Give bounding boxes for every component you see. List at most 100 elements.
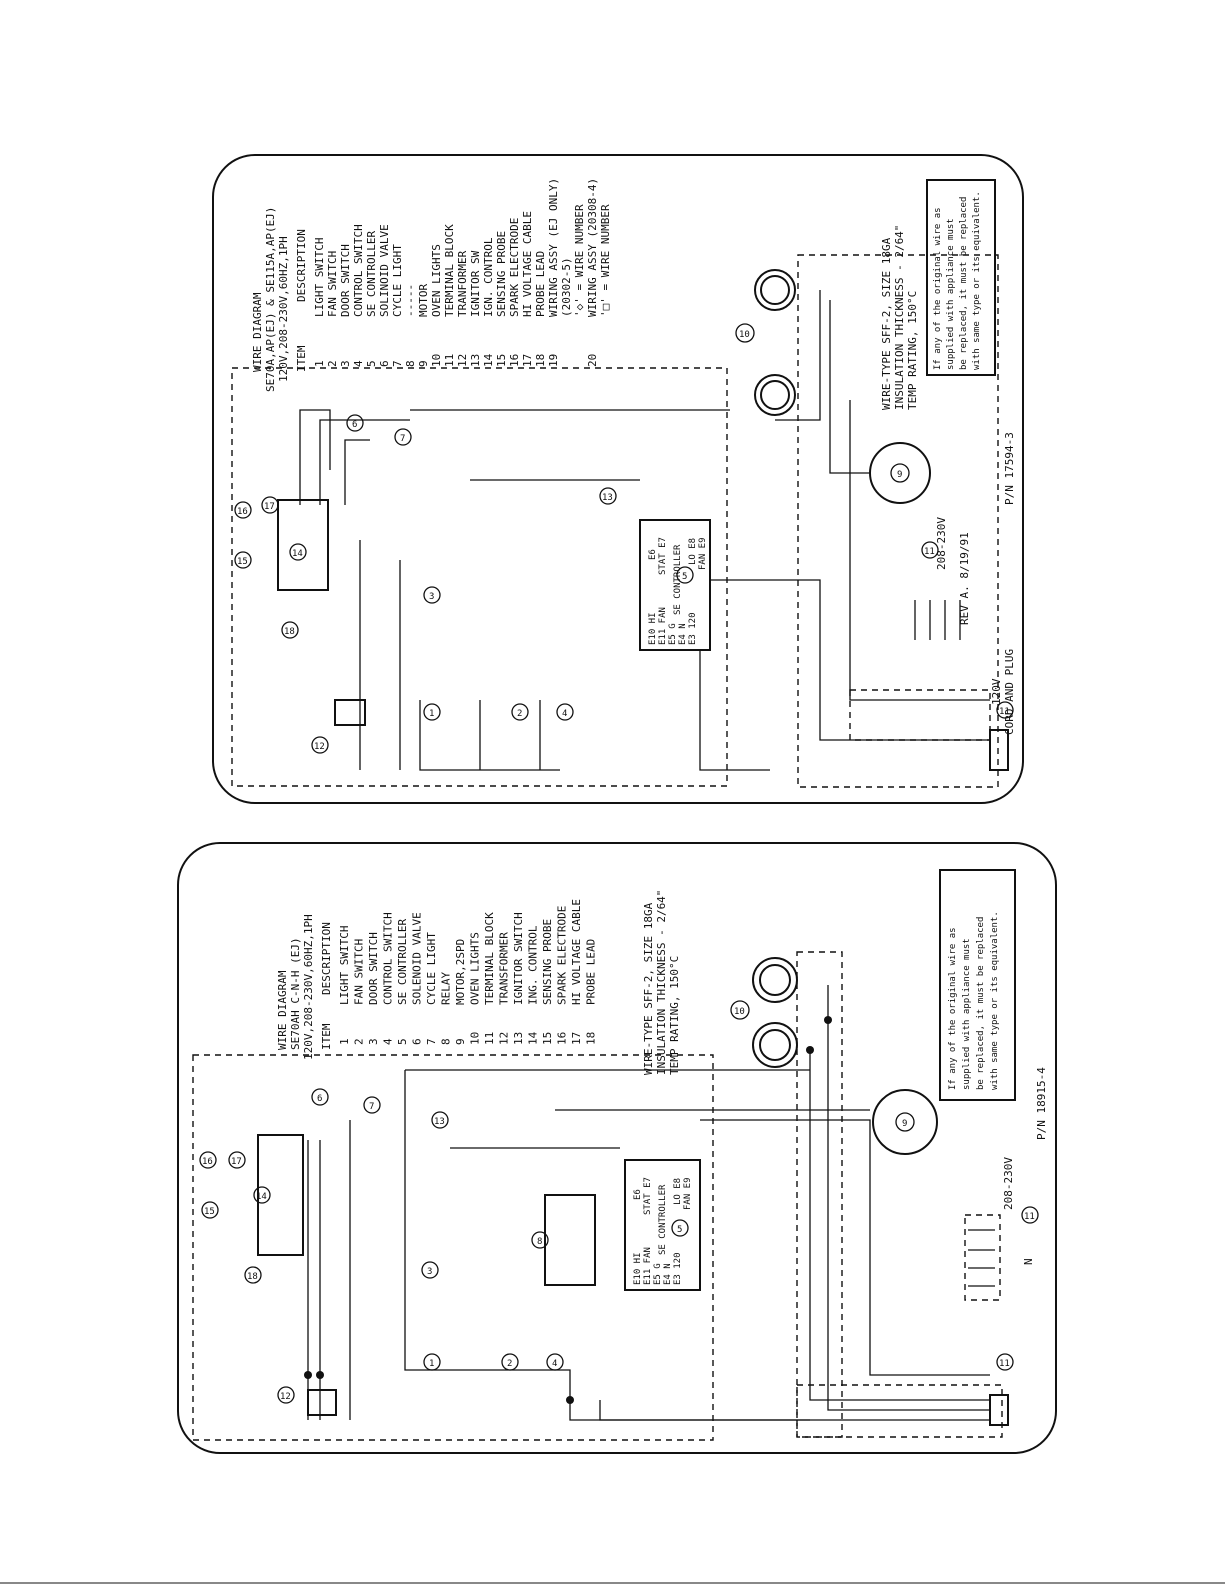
- bottom-term-e3: E3 120: [673, 1252, 683, 1285]
- top-callout-12-num: 12: [314, 742, 325, 752]
- legend-item-description: OVEN LIGHTS: [430, 244, 443, 317]
- top-wire-bk38: [775, 290, 821, 421]
- bottom-junction-4: [304, 1371, 312, 1379]
- top-callout-15: [234, 551, 252, 569]
- bottom-callout-5: [671, 1219, 689, 1237]
- legend-item-number: 17: [521, 354, 534, 367]
- top-callout-16: [234, 501, 252, 519]
- legend-item-number: 10: [469, 1032, 482, 1045]
- legend-item-description: SENSING PROBE: [541, 919, 554, 1005]
- bottom-wire-r: [700, 1119, 990, 1376]
- top-term-e9: FAN E9: [698, 537, 708, 570]
- top-title: WIRE DIAGRAM: [251, 292, 264, 372]
- legend-item-number: 13: [512, 1032, 525, 1045]
- legend-item-number: 14: [482, 353, 495, 367]
- top-notice-3: be replaced, it must be replaced: [959, 197, 969, 370]
- bottom-callout-5-num: 5: [677, 1225, 682, 1235]
- legend-item-description: TERMINAL BLOCK: [443, 224, 456, 317]
- top-voltage-low: 120V: [990, 678, 1003, 705]
- legend-item-number: 18: [534, 354, 547, 367]
- legend-item-description: SPARK ELECTRODE: [508, 218, 521, 317]
- bottom-callout-12: [277, 1386, 295, 1404]
- legend-item-number: 11: [443, 354, 456, 367]
- top-legend: WIRE DIAGRAM SE70A,AP(EJ) & SE115A,AP(EJ…: [251, 178, 612, 392]
- top-callout-7-num: 7: [400, 434, 405, 444]
- top-callout-4-num: 4: [562, 709, 567, 719]
- bottom-neutral: N: [1022, 1258, 1035, 1265]
- bottom-callout-11a: [1021, 1206, 1039, 1224]
- bottom-callout-16: [199, 1151, 217, 1169]
- top-switches: 1 2 3 4 5 6 7 12 13 14 15 16 17: [234, 414, 1014, 754]
- legend-item-number: 4: [352, 360, 365, 367]
- top-transformer: [334, 699, 366, 726]
- top-wire-spec-3: TEMP RATING, 150°C: [906, 291, 919, 410]
- bottom-notice-4: with same type or its equivalent.: [990, 911, 1000, 1090]
- top-callout-14-num: 14: [292, 549, 303, 559]
- legend-item-number: 12: [498, 1032, 511, 1045]
- bottom-callout-1-num: 1: [429, 1359, 434, 1369]
- top-callout-16-num: 16: [237, 507, 248, 517]
- bottom-specs: 120V,208-230V,60HZ,1PH: [302, 914, 315, 1060]
- top-notice-2: supplied with appliance must: [946, 218, 956, 370]
- bottom-callout-10: [730, 1000, 750, 1020]
- legend-item-number: 3: [367, 1038, 380, 1045]
- top-term-e6: E6: [648, 549, 658, 560]
- legend-item-description: WIRING ASSY (EJ ONLY): [547, 178, 560, 317]
- bottom-se-controller: [624, 1159, 701, 1291]
- top-callout-17: [261, 496, 279, 514]
- bottom-callout-14-num: 14: [256, 1192, 267, 1202]
- bottom-callout-16-num: 16: [202, 1157, 213, 1167]
- bottom-callout-1: [423, 1353, 441, 1371]
- top-part-number: P/N 17594-3: [1003, 432, 1016, 505]
- legend-item-description: RELAY: [440, 972, 453, 1005]
- top-plug: [989, 729, 1009, 771]
- top-callout-10-num: 10: [739, 330, 750, 340]
- bottom-transformer: [307, 1389, 337, 1416]
- legend-item-number: 2: [353, 1038, 366, 1045]
- bottom-notice-2: supplied with appliance must: [962, 938, 972, 1090]
- bottom-relay: [544, 1194, 596, 1286]
- top-notice: If any of the original wire as supplied …: [933, 191, 982, 370]
- bottom-wire-w3: [827, 985, 990, 1411]
- top-term-e10: E10 HI: [648, 612, 658, 645]
- top-col-desc: DESCRIPTION: [295, 229, 308, 302]
- legend-item-description: CYCLE LIGHT: [425, 932, 438, 1005]
- top-term-e4: E4 N: [678, 623, 688, 645]
- legend-item-description: CONTROL SWITCH: [382, 912, 395, 1005]
- top-callout-18: [281, 621, 299, 639]
- legend-item-description: LIGHT SWITCH: [313, 238, 326, 317]
- bottom-callout-12-num: 12: [280, 1392, 291, 1402]
- top-callout-6: [346, 414, 364, 432]
- bottom-col-item: ITEM: [320, 1023, 333, 1050]
- top-callout-15-num: 15: [237, 557, 248, 567]
- legend-item-description: IGN. CONTROL: [482, 237, 495, 317]
- bottom-panel-border: [177, 842, 1057, 1454]
- bottom-terminal-outline: [796, 1384, 1003, 1438]
- legend-item-description: -----: [404, 284, 417, 317]
- legend-item-description: OVEN LIGHTS: [469, 932, 482, 1005]
- bottom-callouts: 1 2 3 4 5 6 7 12 13 14 15 16 17: [199, 1088, 1039, 1404]
- legend-item-description: IGNITOR SW: [469, 250, 482, 317]
- legend-item-number: 7: [425, 1038, 438, 1045]
- top-wire-w37: [829, 300, 870, 474]
- top-cord-label: CORD AND PLUG: [1003, 649, 1016, 735]
- legend-item-number: 2: [326, 360, 339, 367]
- bottom-callout-10-num: 10: [734, 1007, 745, 1017]
- legend-item-number: 6: [411, 1038, 424, 1045]
- legend-item-description: DOOR SWITCH: [339, 244, 352, 317]
- bottom-callout-3-num: 3: [427, 1267, 432, 1277]
- top-callout-6-num: 6: [352, 420, 357, 430]
- bottom-callout-17: [228, 1151, 246, 1169]
- top-callout-14: [289, 543, 307, 561]
- top-wire-w10: [710, 579, 990, 741]
- top-wire-sw1: [419, 700, 560, 771]
- bottom-callout-4: [546, 1353, 564, 1371]
- bottom-callout-13: [431, 1111, 449, 1129]
- top-callout-13-num: 13: [602, 493, 613, 503]
- bottom-motor: [872, 1089, 938, 1155]
- top-term-e8: LO E8: [688, 538, 698, 565]
- legend-item-description: FAN SWITCH: [326, 251, 339, 317]
- top-wire-w49: [699, 650, 770, 771]
- legend-item-description: TRANFORMER: [456, 250, 469, 317]
